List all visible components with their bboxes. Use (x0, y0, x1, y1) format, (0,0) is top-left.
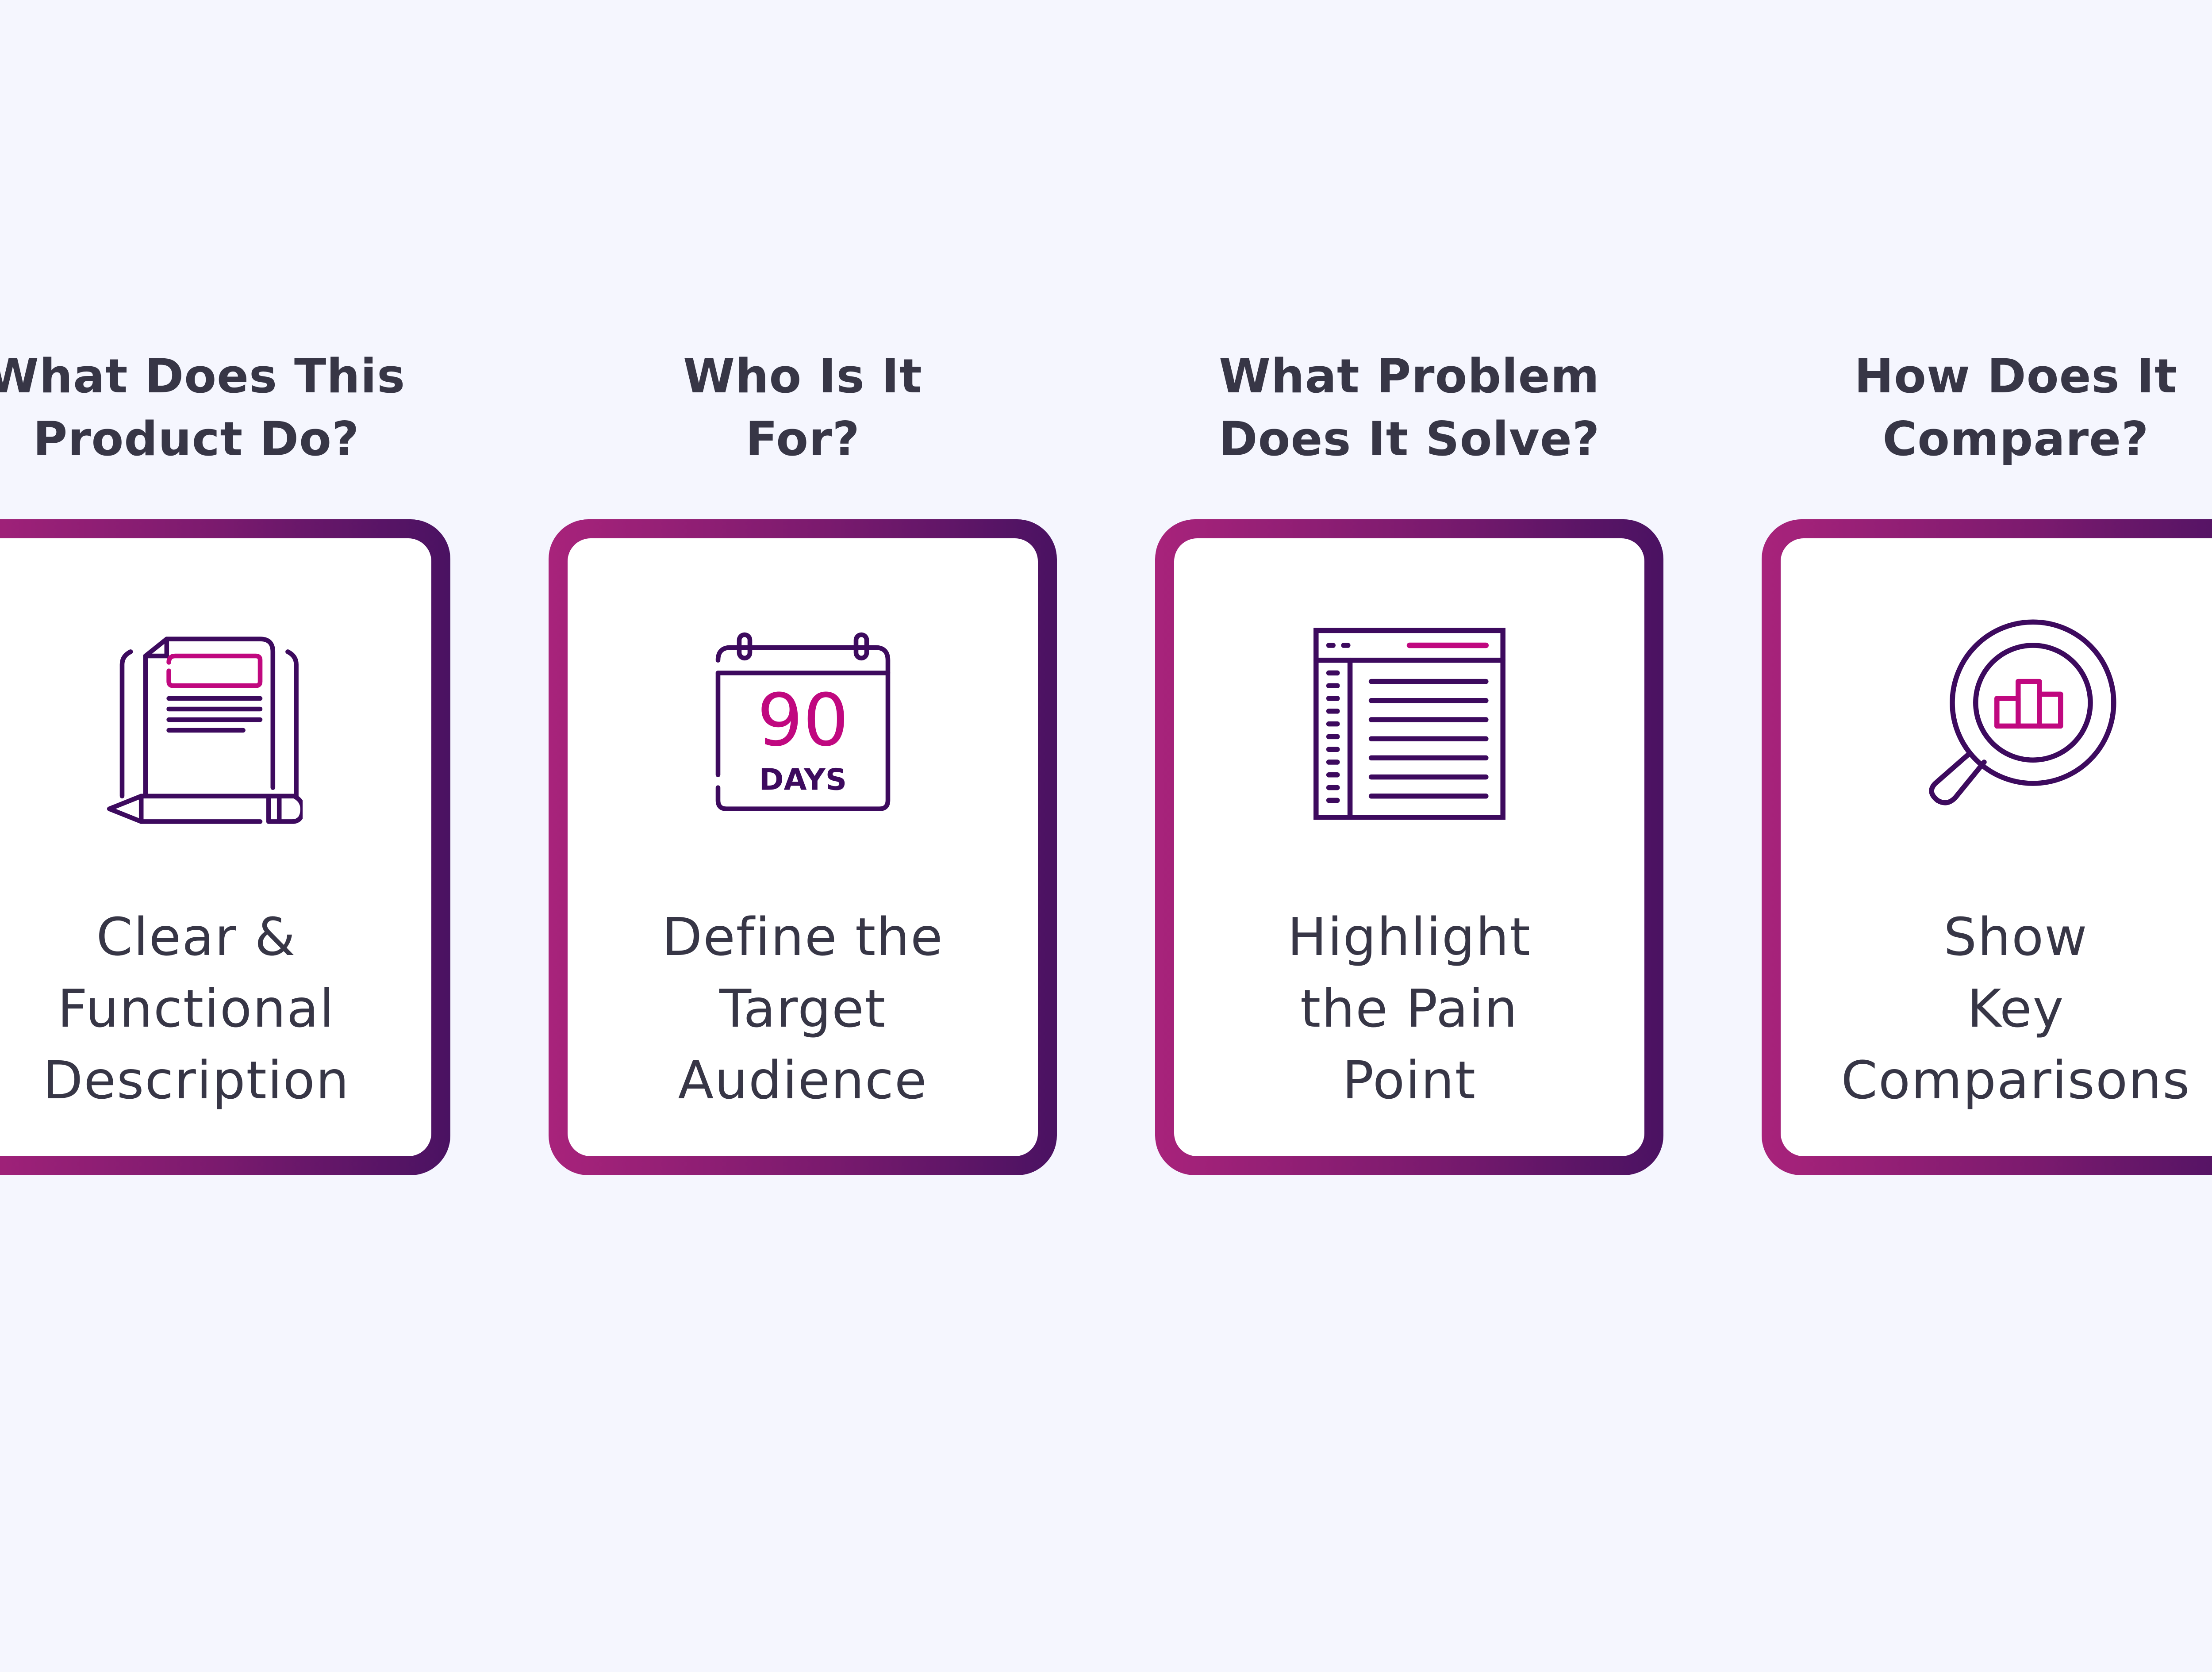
question-line: Compare? (1882, 412, 2149, 466)
calendar-number: 90 (757, 679, 849, 763)
question-line: Product Do? (33, 412, 360, 466)
card-answer: Show Key Comparisons (1781, 901, 2212, 1116)
calendar-label: DAYS (759, 762, 846, 797)
question-line: What Does This (0, 349, 406, 403)
card-answer: Define the Target Audience (568, 901, 1038, 1116)
card: Show Key Comparisons (1762, 519, 2212, 1175)
question-line: For? (745, 412, 860, 466)
question-line: How Does It (1854, 349, 2177, 403)
card-column-audience: Who Is It For? 90 DAYS Define the Target… (549, 345, 1057, 1175)
document-pencil-icon (107, 637, 303, 824)
card-column-problem: What Problem Does It Solve? Highlight th… (1155, 345, 1663, 1175)
answer-line: Target (719, 978, 887, 1039)
card-answer: Clear & Functional Description (0, 901, 431, 1116)
card-question: How Does It Compare? (1762, 345, 2212, 478)
question-line: What Problem (1219, 349, 1600, 403)
answer-line: Show (1943, 906, 2088, 967)
answer-line: Point (1342, 1050, 1476, 1111)
answer-line: Comparisons (1841, 1050, 2191, 1111)
card-question: What Problem Does It Solve? (1155, 345, 1663, 478)
card-column-compare: How Does It Compare? Show Key Comparison… (1762, 345, 2212, 1175)
card: 90 DAYS Define the Target Audience (549, 519, 1057, 1175)
card: Highlight the Pain Point (1155, 519, 1663, 1175)
calendar-90-days-icon: 90 DAYS (715, 632, 890, 811)
question-line: Does It Solve? (1218, 412, 1600, 466)
browser-list-icon (1313, 628, 1505, 820)
cards-row: What Does This Product Do? Clear & Funct… (0, 345, 2212, 1175)
card: Clear & Functional Description (0, 519, 450, 1175)
answer-line: Define the (662, 906, 944, 967)
answer-line: Functional (58, 978, 335, 1039)
magnifier-chart-icon (1928, 619, 2116, 805)
card-question: What Does This Product Do? (0, 345, 450, 478)
answer-line: the Pain (1300, 978, 1518, 1039)
question-line: Who Is It (683, 349, 922, 403)
card-question: Who Is It For? (549, 345, 1057, 478)
answer-line: Key (1967, 978, 2065, 1039)
answer-line: Highlight (1287, 906, 1531, 967)
answer-line: Clear & (96, 906, 296, 967)
card-answer: Highlight the Pain Point (1174, 901, 1644, 1116)
answer-line: Audience (678, 1050, 928, 1111)
card-column-product: What Does This Product Do? Clear & Funct… (0, 345, 450, 1175)
answer-line: Description (42, 1050, 350, 1111)
